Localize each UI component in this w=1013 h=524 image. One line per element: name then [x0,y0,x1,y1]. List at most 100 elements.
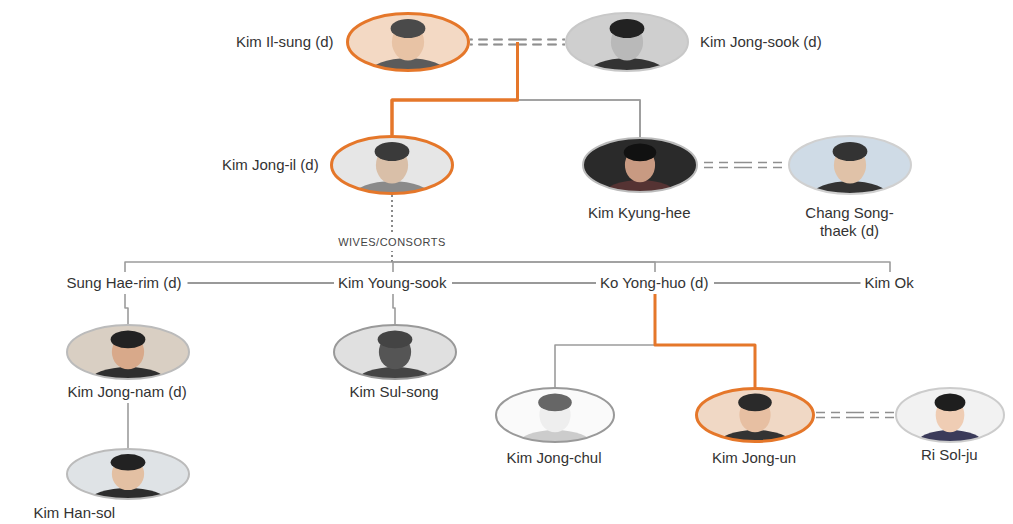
family-line [555,294,655,387]
line-segment [392,262,890,272]
label-holder: WIVES/CONSORTS [334,235,450,250]
portrait-circle [330,135,454,195]
person-name: Kim Kyung-hee [588,204,692,222]
person-node: Kim Kyung-hee [582,137,698,222]
marriage-dash [855,417,895,419]
portrait-photo [66,324,190,380]
portrait-ring [348,14,469,71]
hair [378,330,413,348]
marriage-dash [518,44,566,46]
person-node: Kim Jong-nam (d) [66,324,190,401]
family-line [125,294,128,324]
person-node: Chang Song-thaek (d) [788,135,912,240]
family-line [188,283,335,284]
person-node: Ri Sol-ju [895,387,1005,464]
portrait-circle [333,324,457,380]
portrait-ring [67,449,189,499]
marriage-dash [470,44,518,46]
portrait-image [66,448,190,500]
marriage-line [698,163,788,168]
person-node: Kim Sul-song [333,324,457,401]
person-name: Kim Jong-nam (d) [68,383,189,401]
portrait-photo [330,135,454,195]
portrait-ring [566,13,688,71]
marriage-dash [518,44,566,46]
consort-name: Sung Hae-rim (d) [67,274,184,292]
person-name: Sung Hae-rim (d) [67,274,184,292]
portrait-circle [565,12,689,72]
portrait-photo [66,448,190,500]
marriage-dash [518,39,566,41]
marriage-dash [743,167,788,169]
portrait-circle [495,387,615,443]
portrait-photo [582,137,698,193]
hair [111,330,146,348]
portrait-ring [583,138,697,192]
person-name: Kim Jong-chul [507,449,604,467]
person-name: Chang Song-thaek (d) [800,204,900,240]
marriage-dash [470,44,518,46]
portrait-circle [788,135,912,195]
person-name: Kim Jong-il (d) [222,156,320,174]
portrait-photo [346,12,470,72]
portrait-image [788,135,912,195]
hair [624,143,656,161]
family-line [655,294,755,387]
family-line [128,403,129,448]
hair [538,393,572,411]
line-segment [655,294,755,387]
portrait-photo [495,387,615,443]
line-segment [125,262,392,272]
portrait-photo [895,387,1005,443]
portrait-ring [332,137,453,194]
marriage-line [815,413,895,418]
line-segment [125,294,128,324]
portrait-image [66,324,190,380]
hair [738,393,772,411]
portrait-image [333,324,457,380]
person-node: Kim Il-sung (d) [236,12,470,72]
hair [935,393,966,411]
portrait-image [346,12,470,72]
marriage-dash [470,44,518,46]
portrait-image [495,387,615,443]
family-line [452,283,596,284]
person-node: Kim Jong-un [695,387,815,467]
portrait-ring [67,325,189,379]
marriage-dash [518,39,566,41]
marriage-dash [518,44,566,46]
portrait-ring [789,136,911,194]
person-node: Kim Jong-sook (d) [565,12,823,72]
person-name: Kim Sul-song [350,383,441,401]
portrait-image [695,387,815,443]
person-name: Kim Il-sung (d) [236,33,335,51]
marriage-dash [470,39,518,41]
person-name: Ri Sol-ju [921,446,979,464]
person-node: Kim Jong-il (d) [222,135,454,195]
line-segment [392,262,655,272]
hair [391,19,426,38]
family-line [125,195,392,272]
portrait-photo [565,12,689,72]
portrait-ring [334,325,456,379]
portrait-circle [346,12,470,72]
portrait-photo [695,387,815,443]
family-line [392,195,393,272]
hair [610,19,645,38]
portrait-ring [697,389,814,442]
marriage-dash [815,412,855,414]
portrait-circle [895,387,1005,443]
dotted-line [391,195,393,262]
hair [375,142,410,161]
person-name: Kim Han-sol [34,504,117,522]
line-segment [714,282,861,284]
marriage-dash [470,39,518,41]
portrait-photo [333,324,457,380]
person-node: Kim Han-sol [34,448,191,522]
person-name: Ko Yong-huo (d) [600,274,710,292]
dotted-line [391,195,393,262]
family-line [393,294,395,324]
family-line [714,283,861,284]
